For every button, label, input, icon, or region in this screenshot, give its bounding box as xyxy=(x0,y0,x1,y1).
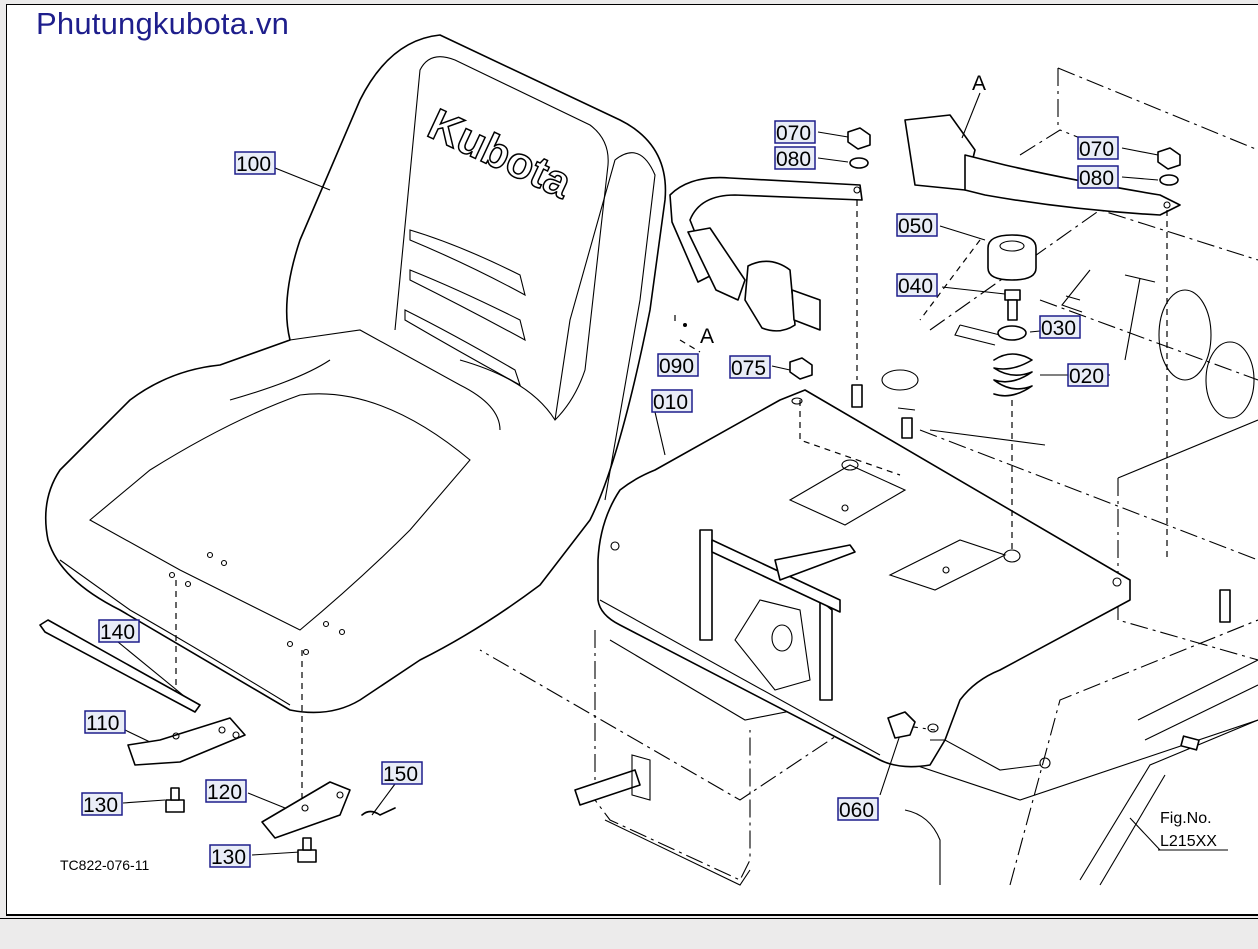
part-label-box xyxy=(651,389,693,413)
part-label-box xyxy=(774,146,816,170)
part-label-p050[interactable]: 050 xyxy=(896,213,938,238)
figure-number: L215XX xyxy=(1160,833,1217,850)
seat-belt-right xyxy=(904,114,1181,216)
part-number: 090 xyxy=(659,355,694,378)
part-label-p140[interactable]: 140 xyxy=(98,619,140,644)
part-callouts: 100 010 020 030 040 050 060 070 080 070 080 075 090 1… xyxy=(81,120,1119,869)
part-number: 070 xyxy=(1079,138,1114,161)
part-number: 150 xyxy=(383,763,418,786)
part-label-box xyxy=(774,120,816,144)
part-label-box xyxy=(1067,363,1109,387)
part-label-p010[interactable]: 010 xyxy=(651,389,693,414)
part-label-p120[interactable]: 120 xyxy=(205,779,247,804)
part-label-p070b[interactable]: 070 xyxy=(1077,136,1119,161)
part-label-p030[interactable]: 030 xyxy=(1039,315,1081,340)
part-number: 060 xyxy=(839,799,874,822)
figure-label: Fig.No. xyxy=(1160,810,1212,827)
machine-body-outline xyxy=(899,67,1258,886)
part-number: 050 xyxy=(898,215,933,238)
part-label-box xyxy=(98,619,140,643)
part-number: 080 xyxy=(776,148,811,171)
part-label-box xyxy=(896,273,938,297)
part-number: 130 xyxy=(83,794,118,817)
part-label-p080b[interactable]: 080 xyxy=(1077,165,1119,190)
seat-belt-left xyxy=(669,176,863,353)
part-label-box xyxy=(729,355,771,379)
part-number: 080 xyxy=(1079,167,1114,190)
part-label-box xyxy=(657,353,699,377)
part-label-p110[interactable]: 110 xyxy=(84,710,126,735)
part-number: 070 xyxy=(776,122,811,145)
part-label-box xyxy=(234,151,276,175)
part-label-p090[interactable]: 090 xyxy=(657,353,699,378)
part-label-box xyxy=(1039,315,1081,339)
part-label-box xyxy=(205,779,247,803)
sheet-bottom-rule xyxy=(0,918,1258,919)
part-label-p150[interactable]: 150 xyxy=(381,761,423,786)
part-number: 030 xyxy=(1041,317,1076,340)
part-number: 140 xyxy=(100,621,135,644)
part-label-box xyxy=(896,213,938,237)
drawing-code: TC822-076-11 xyxy=(60,857,149,873)
seat-pan-010 xyxy=(597,389,1131,771)
part-label-p075[interactable]: 075 xyxy=(729,355,771,380)
part-label-p130a[interactable]: 130 xyxy=(81,792,123,817)
part-number: 110 xyxy=(86,712,119,735)
view-marker-top: A xyxy=(972,72,986,95)
view-marker-leader xyxy=(961,92,981,139)
seat-cushion-100: Kubota xyxy=(44,34,667,714)
part-label-box xyxy=(81,792,123,816)
part-label-p080a[interactable]: 080 xyxy=(774,146,816,171)
part-number: 020 xyxy=(1069,365,1104,388)
part-number: 120 xyxy=(207,781,242,804)
part-label-p060[interactable]: 060 xyxy=(837,797,879,822)
part-label-p130b[interactable]: 130 xyxy=(209,844,251,869)
part-number: 010 xyxy=(653,391,688,414)
part-label-p070a[interactable]: 070 xyxy=(774,120,816,145)
part-label-box xyxy=(381,761,423,785)
part-number: 130 xyxy=(211,846,246,869)
part-label-box xyxy=(837,797,879,821)
watermark-text: Phutungkubota.vn xyxy=(36,6,290,41)
view-marker-left: A xyxy=(700,325,714,348)
part-label-p100[interactable]: 100 xyxy=(234,151,276,176)
part-number: 040 xyxy=(898,275,933,298)
part-label-box xyxy=(1077,136,1119,160)
part-number: 075 xyxy=(731,357,766,380)
part-label-p020[interactable]: 020 xyxy=(1067,363,1109,388)
part-label-box xyxy=(209,844,251,868)
part-number: 100 xyxy=(236,153,271,176)
hardware xyxy=(39,127,1231,863)
part-label-p040[interactable]: 040 xyxy=(896,273,938,298)
part-label-box xyxy=(1077,165,1119,189)
part-label-box xyxy=(84,710,126,734)
